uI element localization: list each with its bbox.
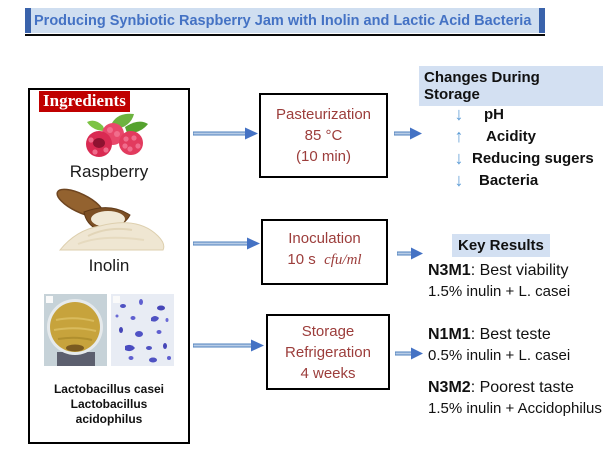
result-title: N3M1: Best viability bbox=[428, 262, 570, 280]
result-detail: 1.5% inulin + Accidophilus bbox=[428, 400, 602, 417]
up-arrow-icon: ↑ bbox=[454, 126, 464, 146]
result-item: N1M1: Best teste 0.5% inulin + L. casei bbox=[428, 326, 570, 364]
change-label: Bacteria bbox=[479, 171, 539, 189]
raspberry-illustration bbox=[86, 113, 148, 157]
flow-arrow bbox=[193, 127, 258, 140]
changes-list: ↓ pH ↑ Acidity ↓ Reducing sugers ↓ Bacte… bbox=[448, 103, 594, 191]
change-row-bacteria: ↓ Bacteria bbox=[448, 169, 594, 191]
storage-step-box: Storage Refrigeration 4 weeks bbox=[266, 314, 390, 390]
flow-arrow bbox=[394, 127, 422, 140]
step-line: Inoculation bbox=[288, 230, 361, 247]
step-line: 4 weeks bbox=[300, 365, 356, 382]
result-item: N3M1: Best viability 1.5% inulin + L. ca… bbox=[428, 262, 570, 300]
page-title-text: Producing Synbiotic Raspberry Jam with I… bbox=[34, 12, 532, 29]
down-arrow-icon: ↓ bbox=[454, 170, 464, 190]
flow-arrow bbox=[193, 339, 264, 352]
change-row-reducing-sugars: ↓ Reducing sugers bbox=[448, 147, 594, 169]
key-results-header: Key Results bbox=[452, 234, 550, 257]
change-row-ph: ↓ pH bbox=[448, 103, 594, 125]
change-label: pH bbox=[484, 105, 504, 123]
ingredients-panel: Ingredients Raspberry bbox=[28, 88, 190, 444]
step-line: (10 min) bbox=[295, 148, 351, 165]
step-line: 85 °C bbox=[304, 127, 343, 144]
step-line: Refrigeration bbox=[285, 344, 371, 361]
result-code: N3M2 bbox=[428, 379, 471, 396]
result-detail: 0.5% inulin + L. casei bbox=[428, 347, 571, 364]
changes-header: Changes During Storage bbox=[419, 66, 603, 106]
inulin-label: Inolin bbox=[88, 256, 130, 275]
inoculation-unit: cfu/ml bbox=[324, 252, 362, 268]
step-line: 10 s cfu/ml bbox=[263, 249, 386, 271]
result-code: N1M1 bbox=[428, 326, 471, 343]
result-finding: : Best viability bbox=[470, 262, 569, 279]
ingredients-header: Ingredients bbox=[39, 91, 130, 112]
result-title: N1M1: Best teste bbox=[428, 326, 570, 344]
inulin-scoop-illustration bbox=[56, 188, 165, 251]
flow-arrow bbox=[395, 347, 423, 360]
raspberry-label: Raspberry bbox=[69, 162, 149, 181]
result-title: N3M2: Poorest taste bbox=[428, 379, 602, 397]
inoculation-dose: 10 s bbox=[287, 251, 316, 268]
down-arrow-icon: ↓ bbox=[454, 148, 464, 168]
result-finding: : Best teste bbox=[470, 326, 551, 343]
change-row-acidity: ↑ Acidity bbox=[448, 125, 594, 147]
result-code: N3M1 bbox=[428, 262, 471, 279]
petri-dish-photo bbox=[44, 294, 107, 366]
bacteria-label: Lactobacillus casei Lactobacillus acidop… bbox=[53, 382, 165, 426]
down-arrow-icon: ↓ bbox=[454, 104, 464, 124]
change-label: Reducing sugers bbox=[472, 149, 594, 167]
step-line: Pasteurization bbox=[275, 106, 372, 123]
bacteria-microscopy-photo bbox=[111, 294, 174, 366]
title-underline bbox=[25, 34, 545, 36]
flow-arrow bbox=[193, 237, 260, 250]
pasteurization-step-box: Pasteurization 85 °C (10 min) bbox=[259, 93, 388, 178]
flow-arrow bbox=[397, 247, 423, 260]
step-line: Storage bbox=[301, 323, 355, 340]
page-title: Producing Synbiotic Raspberry Jam with I… bbox=[25, 8, 545, 33]
result-detail: 1.5% inulin + L. casei bbox=[428, 283, 571, 300]
result-item: N3M2: Poorest taste 1.5% inulin + Accido… bbox=[428, 379, 602, 417]
change-label: Acidity bbox=[486, 127, 537, 145]
result-finding: : Poorest taste bbox=[470, 379, 574, 396]
inoculation-step-box: Inoculation 10 s cfu/ml bbox=[261, 219, 388, 285]
